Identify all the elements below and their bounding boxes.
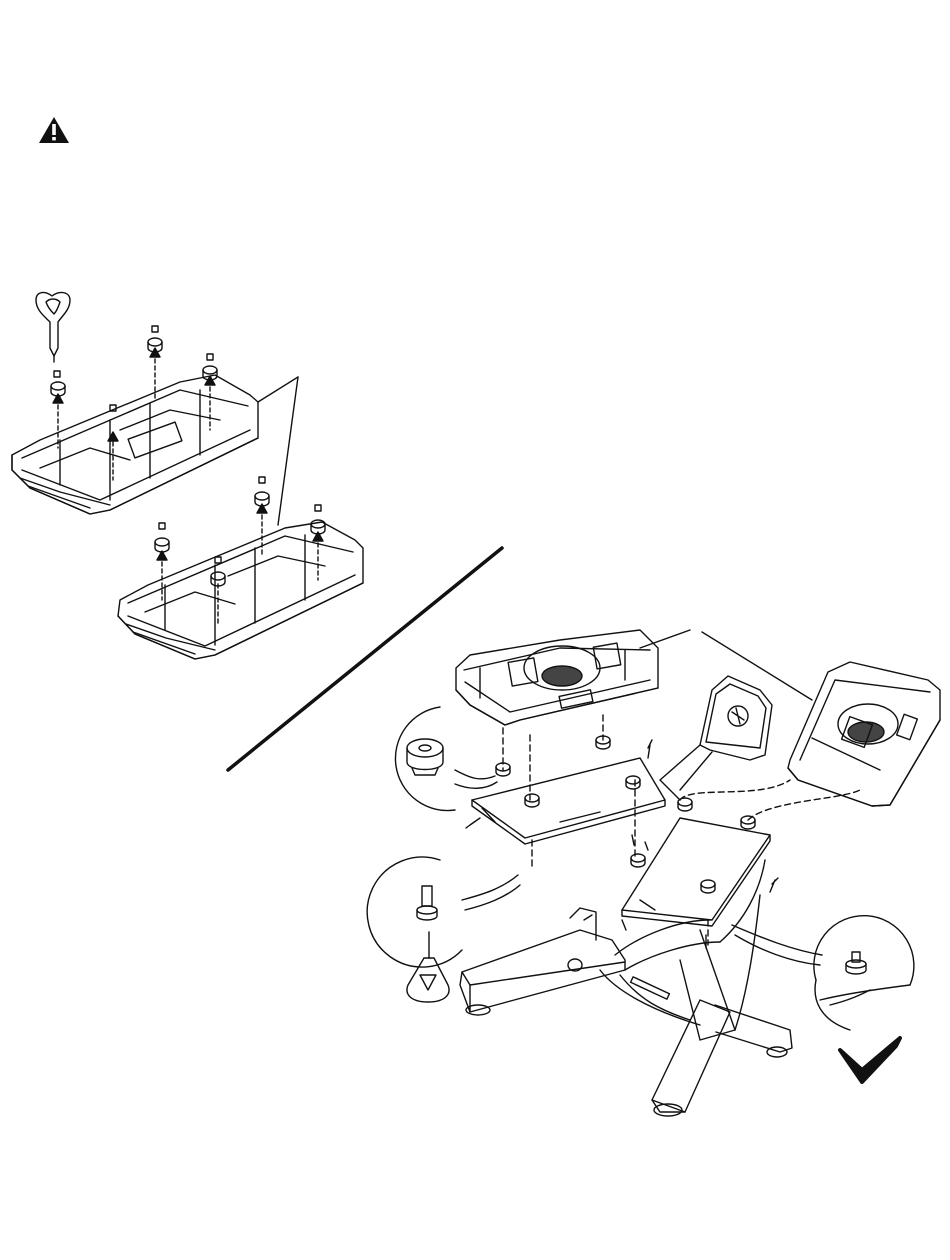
installed-grommet-detail xyxy=(732,916,914,1030)
screw-and-hex-key-detail xyxy=(367,857,520,1002)
upper-cradle-base xyxy=(12,375,258,514)
right-cradle xyxy=(788,662,940,806)
seat-back xyxy=(660,676,772,800)
plate-grommets xyxy=(496,736,755,893)
plate-screws xyxy=(466,740,778,948)
rubber-grommet-detail xyxy=(395,707,497,811)
diagonal-divider-line xyxy=(228,548,502,770)
lower-grommets xyxy=(155,477,325,586)
leader-line xyxy=(278,377,298,525)
right-mounting-plate xyxy=(622,818,770,926)
upper-arrowheads xyxy=(53,348,215,441)
lower-fastener-arrows xyxy=(162,508,318,625)
upper-fastener-arrows xyxy=(58,352,210,480)
hex-key-icon xyxy=(36,293,70,362)
upper-grommets xyxy=(51,326,217,411)
left-cradle xyxy=(456,630,658,725)
check-mark-icon xyxy=(840,1038,900,1082)
stand-frame xyxy=(460,860,792,1116)
